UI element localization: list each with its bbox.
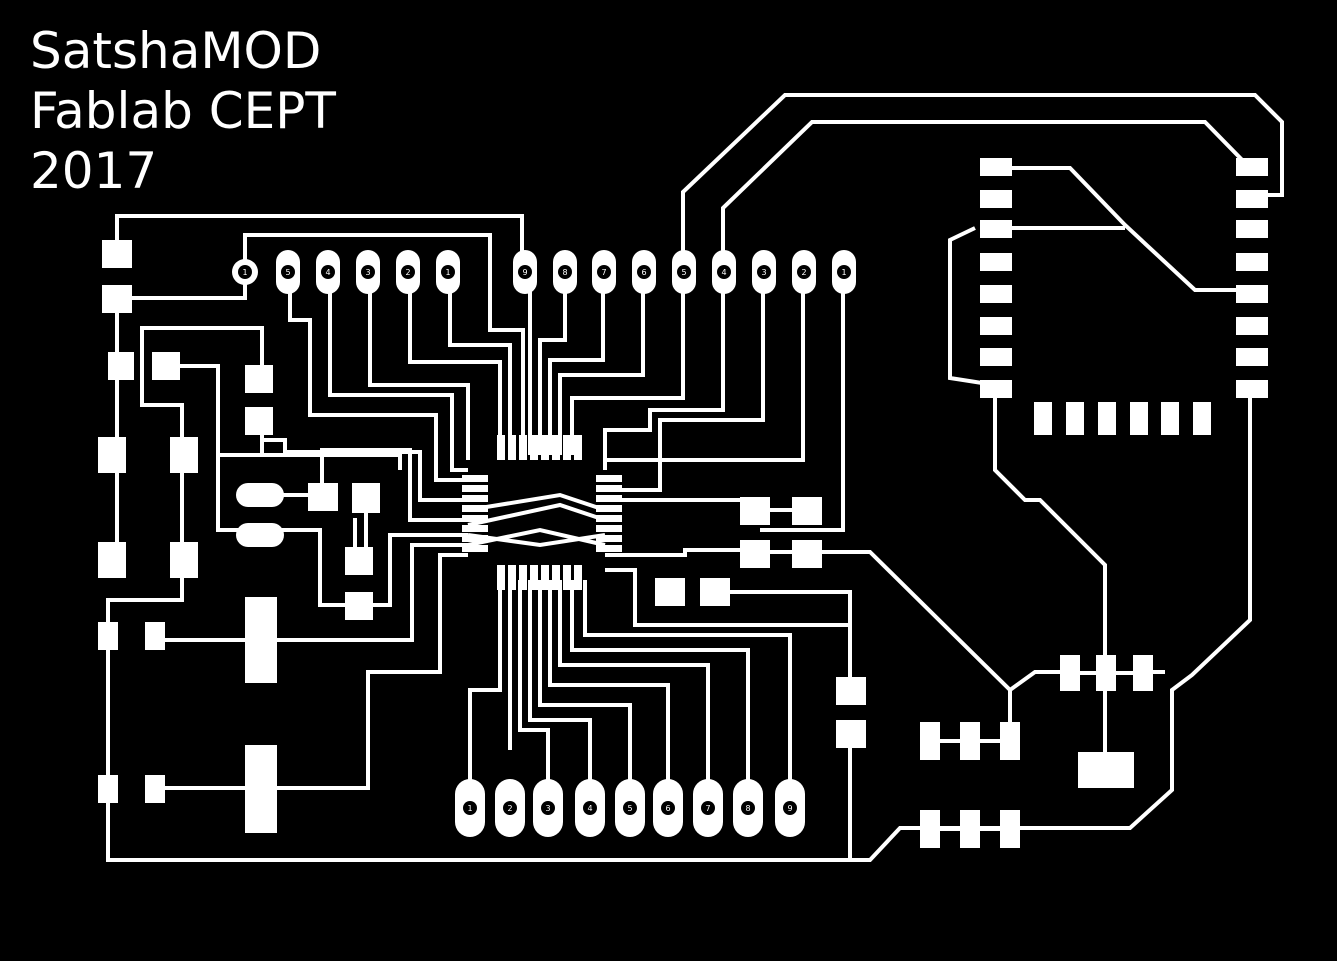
header-pin-hole bbox=[281, 265, 295, 279]
header-pin-hole bbox=[558, 265, 572, 279]
bottom-header: 1 2 3 4 5 6 7 8 9 bbox=[455, 779, 805, 837]
header-pin-hole bbox=[321, 265, 335, 279]
header-pin-label: 2 bbox=[507, 804, 512, 813]
header-pin-label: 6 bbox=[665, 804, 670, 813]
header-pin-label: 3 bbox=[545, 804, 550, 813]
header-pin-hole bbox=[361, 265, 375, 279]
header-pin-label: 7 bbox=[705, 804, 710, 813]
header-pin-hole bbox=[541, 801, 555, 815]
header-pin-hole bbox=[741, 801, 755, 815]
header-pin-label: 3 bbox=[365, 268, 370, 277]
header-pin-label: 8 bbox=[562, 268, 567, 277]
header-pin-hole bbox=[401, 265, 415, 279]
header-pin-hole bbox=[238, 265, 252, 279]
header-pin-hole bbox=[677, 265, 691, 279]
header-pin-label: 5 bbox=[285, 268, 290, 277]
header-pin-hole bbox=[597, 265, 611, 279]
header-pin-hole bbox=[783, 801, 797, 815]
header-pin-hole bbox=[717, 265, 731, 279]
header-pin-label: 5 bbox=[681, 268, 686, 277]
header-pin-label: 2 bbox=[801, 268, 806, 277]
title-line-2: Fablab CEPT bbox=[30, 82, 336, 140]
header-pin-hole bbox=[837, 265, 851, 279]
header-pin-hole bbox=[623, 801, 637, 815]
header-pin-hole bbox=[583, 801, 597, 815]
header-pin-label: 9 bbox=[522, 268, 527, 277]
header-pin-hole bbox=[701, 801, 715, 815]
header-pin-label: 4 bbox=[721, 268, 726, 277]
pads bbox=[98, 158, 1268, 848]
top-left-header: 1 5 4 3 2 1 bbox=[232, 250, 460, 294]
header-pin-label: 6 bbox=[641, 268, 646, 277]
top-right-header: 9 8 7 6 5 4 3 2 1 bbox=[513, 250, 856, 294]
header-pin-hole bbox=[518, 265, 532, 279]
header-pin-label: 7 bbox=[601, 268, 606, 277]
header-pin-label: 2 bbox=[405, 268, 410, 277]
header-pin-hole bbox=[637, 265, 651, 279]
header-pin-hole bbox=[503, 801, 517, 815]
title-line-3: 2017 bbox=[30, 142, 157, 200]
header-pin-hole bbox=[661, 801, 675, 815]
header-pin-label: 9 bbox=[787, 804, 792, 813]
pad-connectors bbox=[940, 671, 1133, 831]
header-pin-label: 8 bbox=[745, 804, 750, 813]
header-pin-hole bbox=[441, 265, 455, 279]
header-pin-hole bbox=[463, 801, 477, 815]
header-pin-label: 1 bbox=[242, 268, 247, 277]
header-pin-label: 1 bbox=[467, 804, 472, 813]
header-pin-hole bbox=[797, 265, 811, 279]
header-pin-label: 1 bbox=[445, 268, 450, 277]
title-line-1: SatshaMOD bbox=[30, 22, 321, 80]
header-pin-label: 5 bbox=[627, 804, 632, 813]
header-pin-label: 4 bbox=[587, 804, 592, 813]
header-pin-label: 1 bbox=[841, 268, 846, 277]
header-pin-hole bbox=[757, 265, 771, 279]
header-pin-label: 4 bbox=[325, 268, 330, 277]
header-pin-label: 3 bbox=[761, 268, 766, 277]
